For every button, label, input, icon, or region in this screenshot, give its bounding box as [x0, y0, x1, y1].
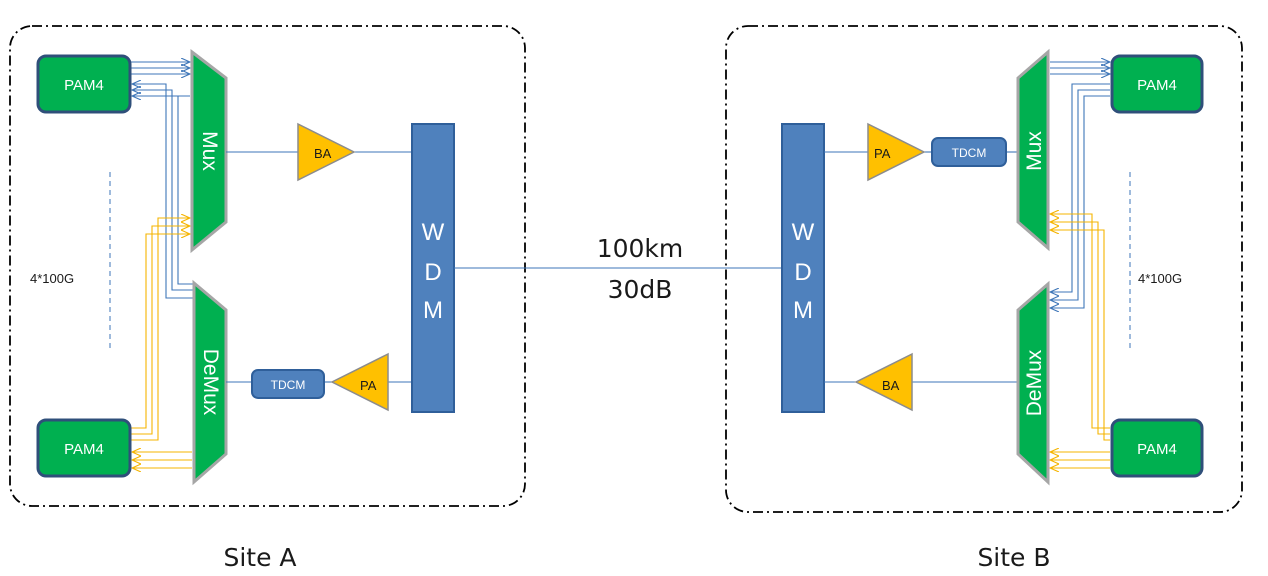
site-a-mux [190, 48, 228, 254]
site-b-pam4-top [1110, 54, 1204, 114]
site-b-tdcm [931, 137, 1007, 167]
site-a-wdm-letter-w: W [422, 219, 445, 246]
site-a-tx-lines [130, 62, 194, 299]
link-loss: 30dB [608, 275, 673, 304]
site-a-demux-label: DeMux [199, 349, 222, 416]
site-a-rx-lines [130, 218, 192, 468]
site-a-pam4-top [36, 54, 132, 114]
site-b-preamp [867, 122, 926, 182]
site-b-yellow-lines [1050, 214, 1110, 468]
site-a-pam4-bottom-label: PAM4 [64, 441, 104, 458]
site-a-pam4-bottom [36, 418, 132, 478]
site-b-pam4-bottom-label: PAM4 [1137, 441, 1177, 458]
site-b-wdm-letter-w: W [792, 219, 815, 246]
site-a-preamp-label: PA [360, 378, 377, 393]
site-b-pam4-top-label: PAM4 [1137, 77, 1177, 94]
site-a-booster-amp [297, 122, 356, 182]
site-b-demux [1016, 280, 1050, 486]
site-b-boundary [725, 25, 1243, 513]
site-a-wdm-letter-d: D [424, 259, 441, 286]
site-a-tdcm [251, 369, 325, 399]
site-b-booster-amp-label: BA [882, 378, 900, 393]
site-a-booster-amp-label: BA [314, 146, 332, 161]
site-b-preamp-label: PA [874, 146, 891, 161]
site-a-tdcm-label: TDCM [271, 378, 306, 392]
site-b-mux-label: Mux [1023, 131, 1046, 171]
site-b-wdm-letter-m: M [793, 297, 813, 324]
site-b-blue-lines [1050, 62, 1110, 308]
site-a-wdm-letter-m: M [423, 297, 443, 324]
site-a-preamp [330, 352, 389, 412]
site-b-wdm-letter-d: D [794, 259, 811, 286]
site-a-boundary [9, 25, 526, 507]
site-b-demux-label: DeMux [1023, 349, 1046, 416]
site-a-pam4-top-label: PAM4 [64, 77, 104, 94]
site-b-capacity: 4*100G [1138, 271, 1182, 286]
site-a-demux [192, 279, 228, 486]
site-a-wdm [411, 123, 455, 413]
site-b-wdm [781, 123, 825, 413]
link-distance: 100km [597, 234, 684, 263]
site-b-tdcm-label: TDCM [952, 146, 987, 160]
site-a-mux-label: Mux [198, 131, 221, 171]
site-a-capacity: 4*100G [30, 271, 74, 286]
site-b-pam4-bottom [1110, 418, 1204, 478]
site-a-label: Site A [223, 543, 296, 572]
site-b-label: Site B [977, 543, 1050, 572]
site-b-mux [1016, 48, 1050, 252]
site-b-booster-amp [854, 352, 913, 412]
